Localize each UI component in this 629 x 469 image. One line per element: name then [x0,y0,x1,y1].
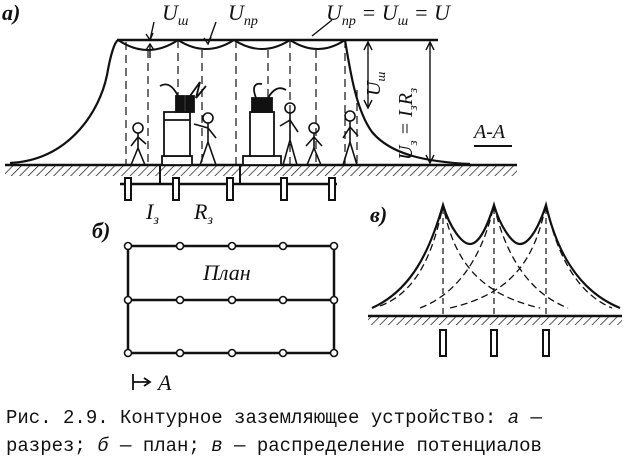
plan-rod-node [227,241,237,251]
plan-rod-node [278,295,288,305]
grounding-grid-section [120,165,337,201]
plan-rod-node [329,348,339,358]
plan-rod-node [123,348,133,358]
plan-rod-node [175,295,185,305]
plan-rod-node [175,241,185,251]
person-figures [130,102,359,166]
label-leaders-a [145,19,333,58]
dashed-verticals-v [442,208,547,316]
figure-caption: Рис. 2.9. Контурное заземляющее устройст… [6,404,626,460]
panel-v-potentials: в) [368,200,622,357]
plan-rod-node [175,348,185,358]
label-u-touch: Uпр [228,0,258,29]
label-current-iz: Iз [145,199,159,228]
dashed-verticals-a [125,40,358,165]
label-u3-formula: Uз = IзRз [395,88,420,160]
individual-potential-curves [379,204,613,309]
panel-a-section: а) Uш Uпр U [2,0,517,228]
panel-b-tag: б) [92,218,110,243]
section-marker-label: A [156,370,172,395]
ground-hatch-v [368,316,622,325]
label-section-aa: A-A [472,121,506,143]
dimension-lines-a [360,39,438,165]
caption-line-2: разрез; б — план; в — распределение поте… [6,435,542,457]
ground-hatch-a [5,165,517,176]
potential-curve-scallop [117,38,346,51]
plan-rod-node [278,348,288,358]
panel-a-tag: а) [2,0,20,25]
potential-curve-left [9,39,119,165]
caption-line-1: Рис. 2.9. Контурное заземляющее устройст… [6,407,542,429]
grounding-rods-v [439,329,550,357]
potential-curve-right [343,39,471,166]
equipment-right [242,82,287,166]
plan-label: План [202,260,251,285]
plan-rod-nodes [123,241,339,358]
plan-rod-node [123,241,133,251]
label-resistance-rz: Rз [193,199,213,228]
section-marker-a [132,374,152,390]
plan-rod-node [278,241,288,251]
plan-rod-node [329,241,339,251]
label-u-step: Uш [162,0,189,29]
plan-rod-node [227,348,237,358]
plan-rod-node [123,295,133,305]
label-u-equation: Uпр = Uш = U [326,0,452,29]
resulting-potential-curve [371,200,621,310]
panel-v-tag: в) [370,202,387,227]
plan-rod-node [329,295,339,305]
label-u-step-vertical: Uш [363,72,388,96]
panel-b-plan: б) План A [92,218,339,395]
plan-rod-node [227,295,237,305]
transformer-equipment [159,81,207,166]
